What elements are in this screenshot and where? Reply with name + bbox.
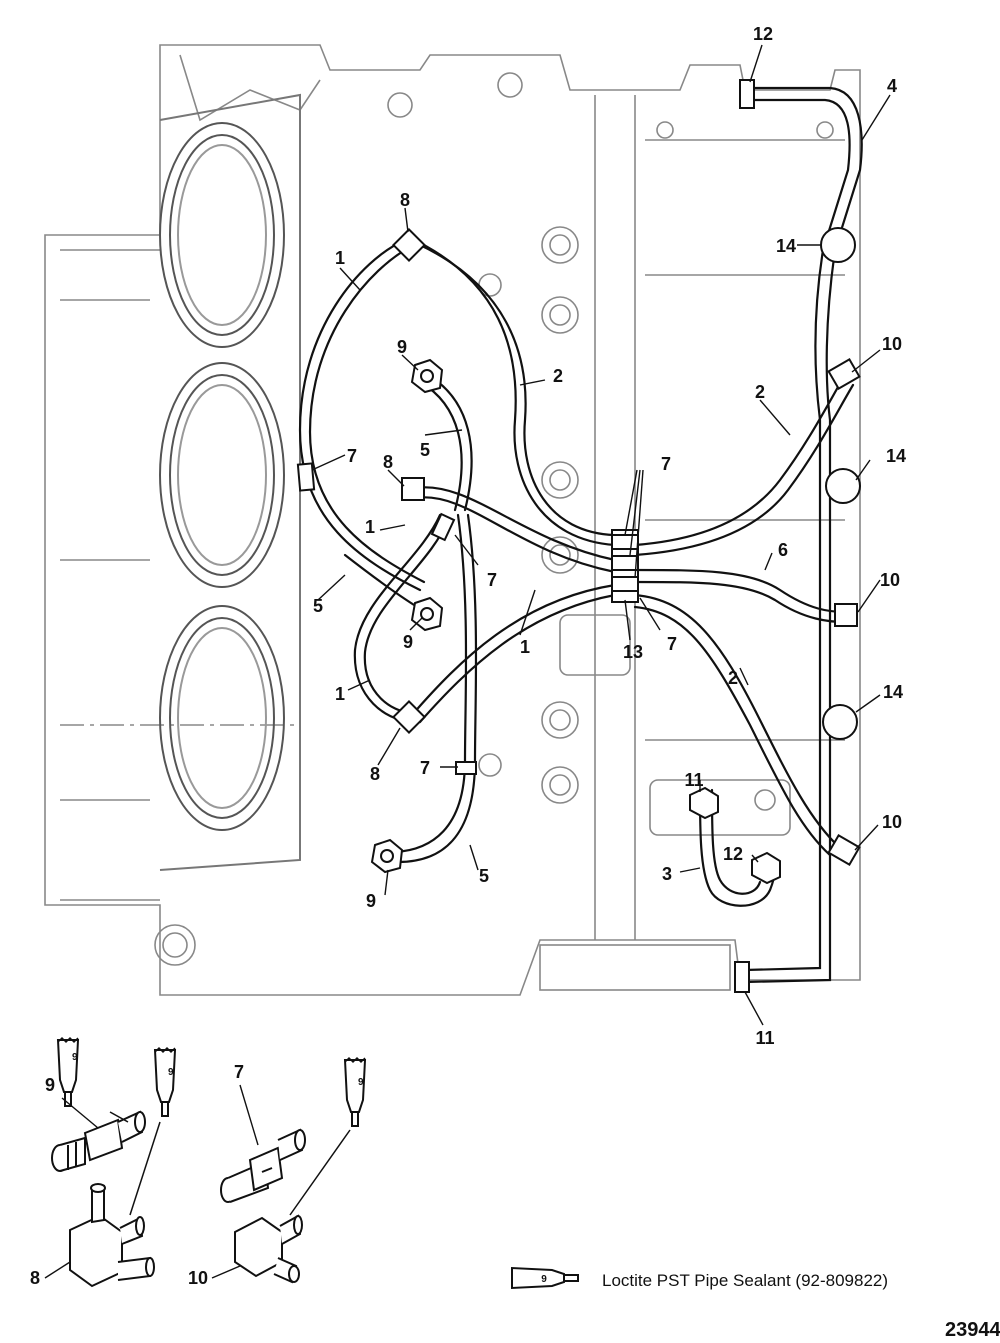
callout-3: 3 bbox=[662, 864, 672, 884]
callout-5: 5 bbox=[420, 440, 430, 460]
callout-11: 11 bbox=[755, 1028, 774, 1048]
callout-10: 10 bbox=[882, 812, 902, 832]
callout-2: 2 bbox=[728, 668, 738, 688]
callout-8: 8 bbox=[383, 452, 393, 472]
legend-text: Loctite PST Pipe Sealant (92-809822) bbox=[602, 1271, 888, 1290]
callout-1: 1 bbox=[335, 684, 345, 704]
part-10-elbow bbox=[234, 1214, 303, 1284]
part-callout-7: 7 bbox=[234, 1062, 244, 1082]
callouts: 12 4 14 8 1 9 2 10 2 5 8 7 14 7 1 7 6 5 … bbox=[313, 24, 906, 1048]
callout-2: 2 bbox=[755, 382, 765, 402]
callout-14: 14 bbox=[886, 446, 906, 466]
callout-10: 10 bbox=[882, 334, 902, 354]
leader-lines bbox=[311, 44, 891, 1026]
callout-8: 8 bbox=[370, 764, 380, 784]
callout-7: 7 bbox=[487, 570, 497, 590]
callout-4: 4 bbox=[887, 76, 897, 96]
tube-label: 9 bbox=[168, 1067, 174, 1078]
callout-14: 14 bbox=[776, 236, 796, 256]
callout-11: 11 bbox=[684, 770, 703, 790]
part-7-check-valve bbox=[220, 1128, 306, 1203]
callout-7: 7 bbox=[667, 634, 677, 654]
legend-tube-label: 9 bbox=[541, 1274, 547, 1285]
part-9-fitting bbox=[51, 1110, 146, 1172]
callout-7: 7 bbox=[347, 446, 357, 466]
leader-line bbox=[129, 1121, 161, 1216]
callout-9: 9 bbox=[403, 632, 413, 652]
tube-label: 9 bbox=[72, 1052, 78, 1063]
callout-1: 1 bbox=[365, 517, 375, 537]
callout-1: 1 bbox=[335, 248, 345, 268]
fittings bbox=[296, 79, 861, 993]
callout-5: 5 bbox=[479, 866, 489, 886]
part-callout-9: 9 bbox=[45, 1075, 55, 1095]
tube-label: 9 bbox=[358, 1077, 364, 1088]
callout-7: 7 bbox=[661, 454, 671, 474]
cylinder-bores bbox=[159, 93, 301, 871]
callout-2: 2 bbox=[553, 366, 563, 386]
callout-10: 10 bbox=[880, 570, 900, 590]
leader-line bbox=[109, 1111, 129, 1123]
callout-14: 14 bbox=[883, 682, 903, 702]
sealant-tube-icon bbox=[57, 1037, 79, 1107]
callout-7: 7 bbox=[420, 758, 430, 778]
sealant-tube-icon bbox=[154, 1047, 176, 1117]
callout-6: 6 bbox=[778, 540, 788, 560]
callout-5: 5 bbox=[313, 596, 323, 616]
part-callout-10: 10 bbox=[188, 1268, 208, 1288]
callout-12: 12 bbox=[723, 844, 743, 864]
callout-8: 8 bbox=[400, 190, 410, 210]
part-callout-8: 8 bbox=[30, 1268, 40, 1288]
callout-1: 1 bbox=[520, 637, 530, 657]
part-details: 9 9 9 8 7 bbox=[30, 1037, 366, 1288]
sealant-tube-icon bbox=[344, 1057, 366, 1127]
leader-line bbox=[289, 1129, 351, 1216]
legend-tube-icon bbox=[511, 1266, 579, 1290]
callout-9: 9 bbox=[366, 891, 376, 911]
figure-id: 23944 bbox=[945, 1319, 1000, 1341]
callout-13: 13 bbox=[623, 642, 643, 662]
fuel-hoses bbox=[298, 86, 863, 984]
callout-12: 12 bbox=[753, 24, 773, 44]
legend: 9 Loctite PST Pipe Sealant (92-809822) bbox=[511, 1266, 888, 1290]
part-8-tee bbox=[69, 1183, 155, 1288]
callout-9: 9 bbox=[397, 337, 407, 357]
